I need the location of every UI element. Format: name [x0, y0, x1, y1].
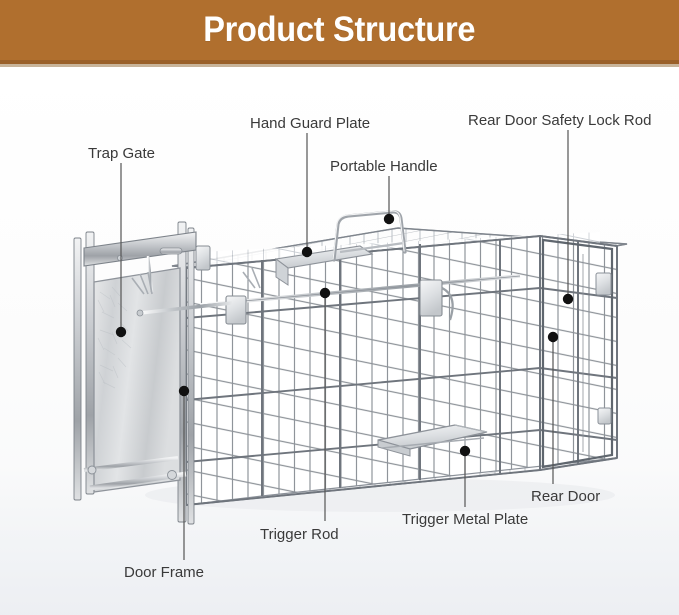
callout-label-trigger-metal-plate: Trigger Metal Plate [402, 511, 529, 528]
door-frame-left-upright-inner [85, 231, 95, 495]
trigger-rod-bracket [419, 279, 443, 317]
callout-label-trigger-rod: Trigger Rod [260, 526, 339, 543]
trap-gate-panel [94, 268, 180, 492]
page-header-banner: Product Structure [0, 0, 679, 60]
page-title: Product Structure [203, 10, 476, 49]
trap-gate-spring-right [242, 267, 261, 289]
callout-label-rear-door: Rear Door [531, 488, 601, 505]
trap-gate-latch-tab [159, 247, 183, 255]
door-frame-bolt-left [87, 465, 97, 475]
callout-label-door-frame: Door Frame [124, 564, 205, 581]
callout-label-hand-guard-plate: Hand Guard Plate [250, 115, 371, 132]
door-frame-left-upright [73, 237, 82, 501]
gate-latch-plate [195, 245, 211, 271]
door-frame-right-upright-inner [187, 227, 195, 525]
callout-label-trap-gate: Trap Gate [88, 145, 155, 162]
callout-label-portable-handle: Portable Handle [330, 158, 438, 175]
door-frame-bottom-rail [83, 456, 179, 472]
rear-door-latch [595, 272, 612, 296]
door-frame-bolt-right [167, 470, 177, 480]
portable-handle-crossbar [339, 241, 405, 254]
trigger-rod-front-bracket [225, 295, 247, 325]
cage-frame-rails [185, 235, 618, 506]
trap-gate-texture [97, 286, 132, 389]
trap-gate-spring [131, 271, 153, 295]
callout-label-rear-door-safety-lock-rod: Rear Door Safety Lock Rod [468, 112, 652, 129]
banner-divider [0, 60, 679, 64]
rear-door-lower-latch [597, 407, 612, 425]
rear-door-panel [541, 238, 614, 469]
trigger-rod-hook [441, 287, 454, 321]
banner-divider-secondary [0, 64, 679, 67]
cage-end-panel [540, 236, 617, 470]
